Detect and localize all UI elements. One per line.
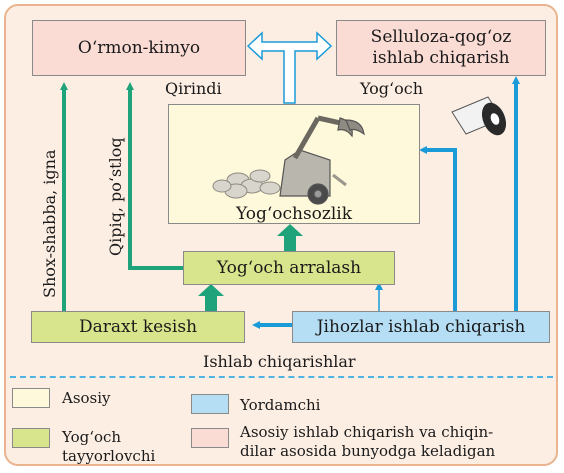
- legend-yordamchi: Yordamchi: [240, 396, 321, 414]
- label-qipiq: Qipiq, po‘stloq: [106, 137, 125, 256]
- node-selluloza: Selluloza-qog‘oz ishlab chiqarish: [336, 20, 546, 76]
- legend-chiqindi-line2: dilar asosida bunyodga keladigan: [240, 442, 496, 460]
- legend-swatch-chiqindi: [191, 428, 229, 448]
- legend-asosiy: Asosiy: [62, 389, 111, 407]
- node-selluloza-line1: Selluloza-qog‘oz: [370, 27, 512, 47]
- arrow-qipiq: [126, 82, 183, 270]
- legend-divider: [10, 376, 553, 378]
- node-yogoch-arralash-label: Yog‘och arralash: [216, 257, 362, 278]
- legend-tayyorlovchi-line2: tayyorlovchi: [62, 447, 156, 465]
- legend-swatch-asosiy: [12, 388, 50, 408]
- arrow-arralash-to-yogochsozlik: [277, 224, 303, 251]
- label-ishlab-chiqarishlar: Ishlab chiqarishlar: [203, 352, 356, 371]
- node-jihozlar: Jihozlar ishlab chiqarish: [292, 311, 550, 343]
- label-qirindi: Qirindi: [165, 79, 222, 98]
- legend-swatch-tayyorlovchi: [12, 428, 50, 448]
- node-yogochsozlik: Yog‘ochsozlik: [168, 104, 420, 224]
- label-yogoch: Yog‘och: [360, 79, 424, 98]
- arrow-jihozlar-to-yogochsozlik: [419, 146, 457, 311]
- arrow-daraxt-to-arralash: [198, 284, 224, 311]
- node-ormon-kimyo-label: O‘rmon-kimyo: [77, 37, 201, 58]
- node-daraxt-kesish-label: Daraxt kesish: [78, 316, 198, 337]
- hollow-arrow-outputs: [246, 31, 333, 104]
- legend-chiqindi-line1: Asosiy ishlab chiqarish va chiqin-: [240, 423, 494, 441]
- node-yogoch-arralash: Yog‘och arralash: [183, 251, 395, 285]
- label-shox-shabba: Shox-shabba, igna: [40, 149, 59, 299]
- node-yogochsozlik-label: Yog‘ochsozlik: [235, 204, 353, 224]
- legend-swatch-yordamchi: [191, 394, 229, 414]
- node-jihozlar-label: Jihozlar ishlab chiqarish: [316, 316, 526, 337]
- node-selluloza-line2: ishlab chiqarish: [372, 48, 510, 68]
- node-ormon-kimyo: O‘rmon-kimyo: [32, 20, 246, 76]
- legend-tayyorlovchi-line1: Yog‘och: [62, 428, 122, 446]
- node-daraxt-kesish: Daraxt kesish: [31, 311, 245, 343]
